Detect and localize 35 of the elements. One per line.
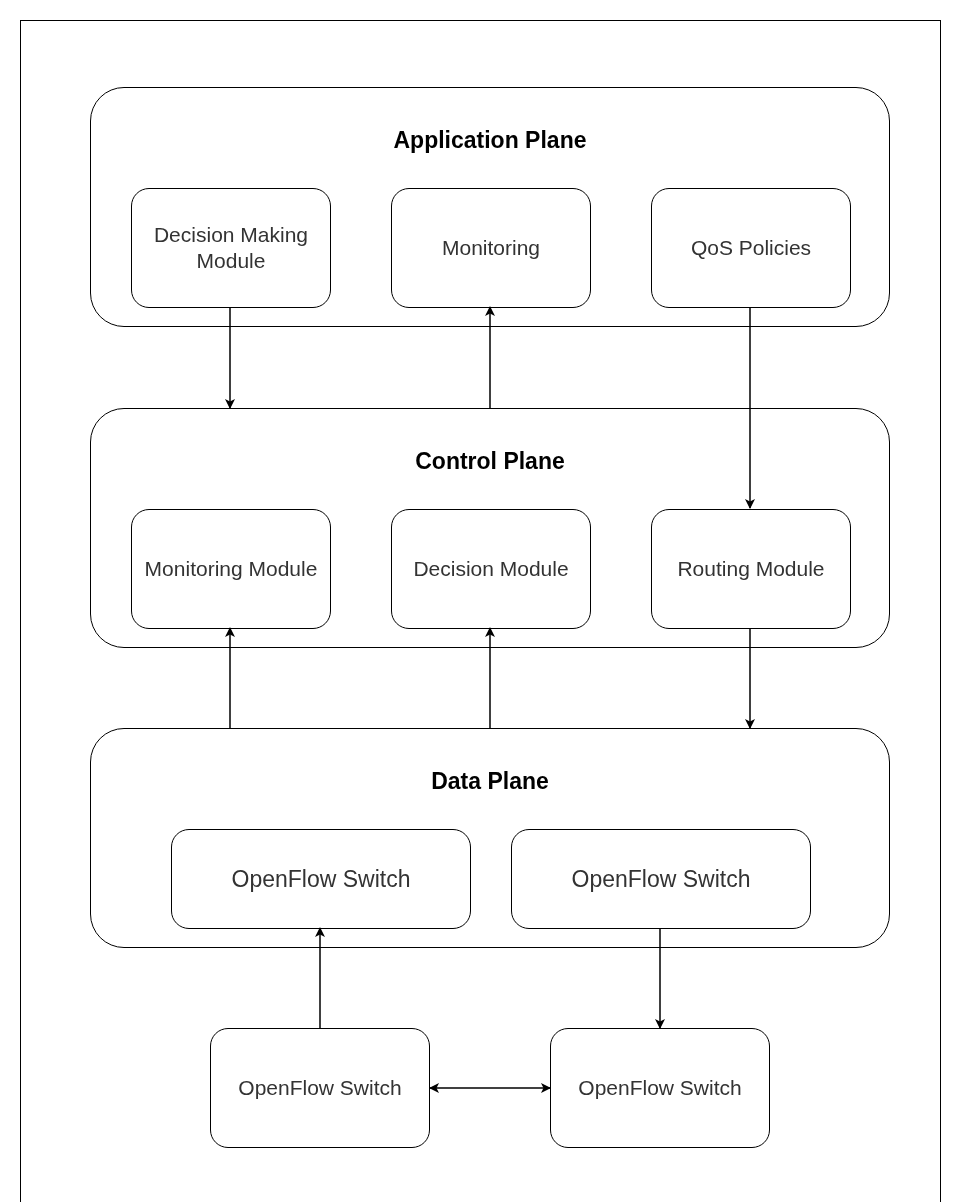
module-box	[651, 509, 851, 629]
arrow	[745, 627, 755, 729]
plane-title: Control Plane	[414, 447, 566, 476]
module-box	[391, 188, 591, 308]
module-box	[550, 1028, 770, 1148]
arrow	[745, 306, 755, 509]
module-box	[511, 829, 811, 929]
plane-box	[90, 408, 890, 648]
module-label: OpenFlow Switch	[231, 864, 411, 894]
arrow	[429, 1083, 551, 1093]
module-label: Monitoring Module	[144, 555, 318, 582]
arrow	[225, 306, 235, 409]
module-label: OpenFlow Switch	[571, 864, 751, 894]
arrow	[485, 306, 495, 409]
module-label: Monitoring	[441, 234, 541, 261]
module-label: OpenFlow Switch	[238, 1074, 402, 1101]
module-box	[131, 509, 331, 629]
arrow	[655, 927, 665, 1029]
module-label: OpenFlow Switch	[578, 1074, 742, 1101]
module-box	[210, 1028, 430, 1148]
arrow	[225, 627, 235, 729]
module-label: Decision Making Module	[152, 221, 310, 274]
plane-box	[90, 728, 890, 948]
plane-title: Data Plane	[430, 767, 550, 796]
module-box	[391, 509, 591, 629]
arrow	[485, 627, 495, 729]
arrow	[315, 927, 325, 1029]
module-label: QoS Policies	[690, 234, 812, 261]
plane-title: Application Plane	[392, 126, 588, 155]
plane-box	[90, 87, 890, 327]
module-box	[171, 829, 471, 929]
module-label: Routing Module	[677, 555, 825, 582]
module-box	[131, 188, 331, 308]
module-box	[651, 188, 851, 308]
module-label: Decision Module	[413, 555, 569, 582]
